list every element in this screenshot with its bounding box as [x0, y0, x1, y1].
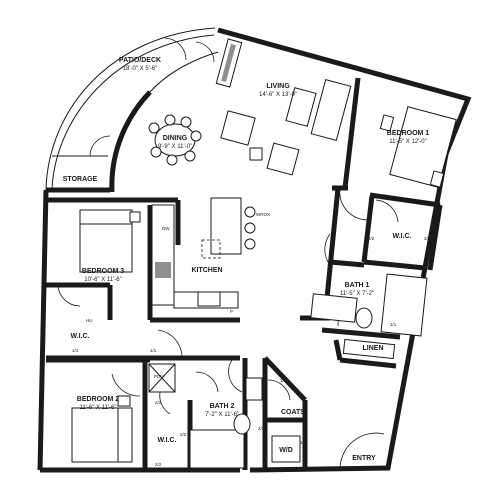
coats-label: COATS [281, 409, 305, 416]
fixtures [71, 38, 457, 469]
dining-label: DINING [163, 135, 188, 142]
dw-label: DW [162, 226, 170, 231]
bedroom2-dims: 11'-6" X 11'-6" [79, 405, 116, 411]
bedroom3-dims: 10'-6" X 11'-6" [84, 277, 121, 283]
wrox-label: WROX [256, 212, 270, 217]
wic-left-label: W.I.C. [70, 333, 89, 340]
bath1-label: BATH 1 [345, 282, 370, 289]
hu-label: HU [86, 318, 93, 323]
bath2-dims: 7'-2" X 11'-6" [205, 412, 239, 418]
patio-outline [45, 27, 216, 191]
shelf-mark: 2/2 [258, 426, 265, 431]
shelf-marks: 1/1 1/1 2/2 2/2 1/1 2/2 2/2 2/2 2/2 1/1 … [72, 236, 431, 467]
wd-label: W/D [279, 447, 293, 454]
bedroom2-label: BEDROOM 2 [77, 396, 120, 403]
shelf-mark: 2/2 [424, 236, 431, 241]
shelf-mark: 1/1 [390, 322, 397, 327]
kitchen-label: KITCHEN [191, 267, 222, 274]
p-label: P [230, 309, 233, 314]
patio-label: PATIO/DECK [119, 57, 161, 64]
bedroom1-label: BEDROOM 1 [387, 130, 430, 137]
patio-dims: 18'-0" X 5'-6" [123, 66, 158, 72]
pdu-label: PDU [154, 374, 164, 379]
shelf-mark: 2/2 [155, 462, 162, 467]
fixture-labels: WROX PDU HU DW P [86, 212, 270, 379]
bedroom1-dims: 11'-5" X 12'-0" [389, 139, 426, 145]
bath1-dims: 11'-5" X 7'-2" [340, 291, 374, 297]
shelf-mark: 2/2 [155, 400, 162, 405]
bath2-label: BATH 2 [210, 403, 235, 410]
shelf-mark: 1/1 [300, 440, 307, 445]
living-label: LIVING [266, 83, 290, 90]
entry-label: ENTRY [352, 455, 376, 462]
living-dims: 14'-6" X 13'-0" [259, 92, 297, 98]
shelf-mark: 2/2 [180, 432, 187, 437]
wic-top-label: W.I.C. [392, 233, 411, 240]
shelf-mark: 2/2 [368, 236, 375, 241]
room-labels: PATIO/DECK 18'-0" X 5'-6" LIVING 14'-6" … [63, 57, 430, 462]
shelf-mark: 1/1 [280, 378, 287, 383]
storage-label: STORAGE [63, 176, 98, 183]
dining-dims: 9'-9" X 11'-0" [158, 144, 192, 150]
shelf-mark: 1/1 [150, 348, 157, 353]
bedroom3-label: BEDROOM 3 [82, 268, 125, 275]
shelf-mark: 1/1 [72, 348, 79, 353]
linen-label: LINEN [363, 345, 384, 352]
wic-bottom-label: W.I.C. [157, 437, 176, 444]
doors [57, 187, 399, 471]
